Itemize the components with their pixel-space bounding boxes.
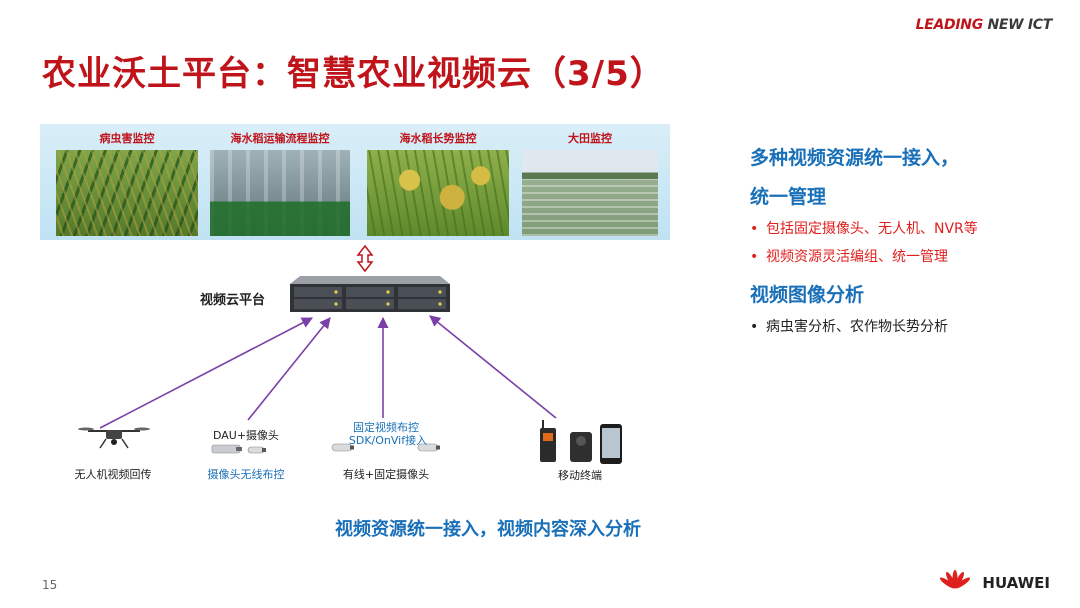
arrow-mobile [429, 315, 557, 419]
transport-photo [210, 150, 350, 236]
huawei-logo-text: HUAWEI [982, 574, 1050, 592]
page-title: 农业沃土平台：智慧农业视频云（3/5） [42, 54, 665, 94]
fixed-camera-icon [331, 443, 440, 452]
huawei-logo-icon [939, 570, 971, 589]
wired-camera-label: 有线+固定摄像头 [342, 468, 430, 481]
dau-camera-icon [211, 444, 266, 454]
arrow-drone [99, 317, 313, 429]
sdk-onvif-label: SDK/OnVif接入 [348, 434, 428, 447]
bullet-text: 视频资源灵活编组、统一管理 [766, 249, 948, 265]
arrow-dau [247, 317, 331, 421]
bullet-text: 包括固定摄像头、无人机、NVR等 [766, 221, 978, 237]
brand-new-ict: NEW ICT [982, 17, 1052, 33]
bidirectional-arrow-icon [356, 244, 374, 273]
page-number: 15 [42, 578, 58, 592]
bullet-item: •病虫害分析、农作物长势分析 [750, 319, 948, 335]
mobile-terminal-icon [540, 420, 622, 464]
bullet-item: •包括固定摄像头、无人机、NVR等 [750, 221, 978, 237]
heading-image-analysis: 视频图像分析 [750, 284, 865, 306]
brand-slogan: LEADING NEW ICT [915, 17, 1053, 33]
mobile-label: 移动终端 [558, 469, 602, 482]
server-icon [290, 276, 450, 312]
drone-icon [78, 427, 150, 449]
bottom-tagline: 视频资源统一接入，视频内容深入分析 [335, 519, 641, 540]
heading-unified-access-line1: 多种视频资源统一接入， [750, 147, 960, 169]
drone-label: 无人机视频回传 [74, 468, 152, 481]
bullet-text: 病虫害分析、农作物长势分析 [766, 319, 948, 335]
platform-label: 视频云平台 [200, 293, 266, 308]
brand-leading: LEADING [915, 17, 984, 33]
photo-label-growth: 海水稻长势监控 [399, 132, 477, 145]
fixed-deploy-label: 固定视频布控 [353, 421, 419, 434]
heading-unified-access-line2: 统一管理 [750, 186, 827, 208]
photo-label-field: 大田监控 [568, 132, 612, 145]
bullet-item: •视频资源灵活编组、统一管理 [750, 249, 948, 265]
photo-label-pest: 病虫害监控 [99, 132, 155, 145]
photo-label-transport: 海水稻运输流程监控 [230, 132, 330, 145]
field-photo [522, 150, 658, 236]
rice-growth-photo [367, 150, 509, 236]
wireless-label: 摄像头无线布控 [207, 468, 285, 481]
monitoring-photo-strip: 病虫害监控 海水稻运输流程监控 海水稻长势监控 大田监控 [40, 124, 670, 240]
pest-photo [56, 150, 198, 236]
dau-label: DAU+摄像头 [212, 429, 280, 442]
